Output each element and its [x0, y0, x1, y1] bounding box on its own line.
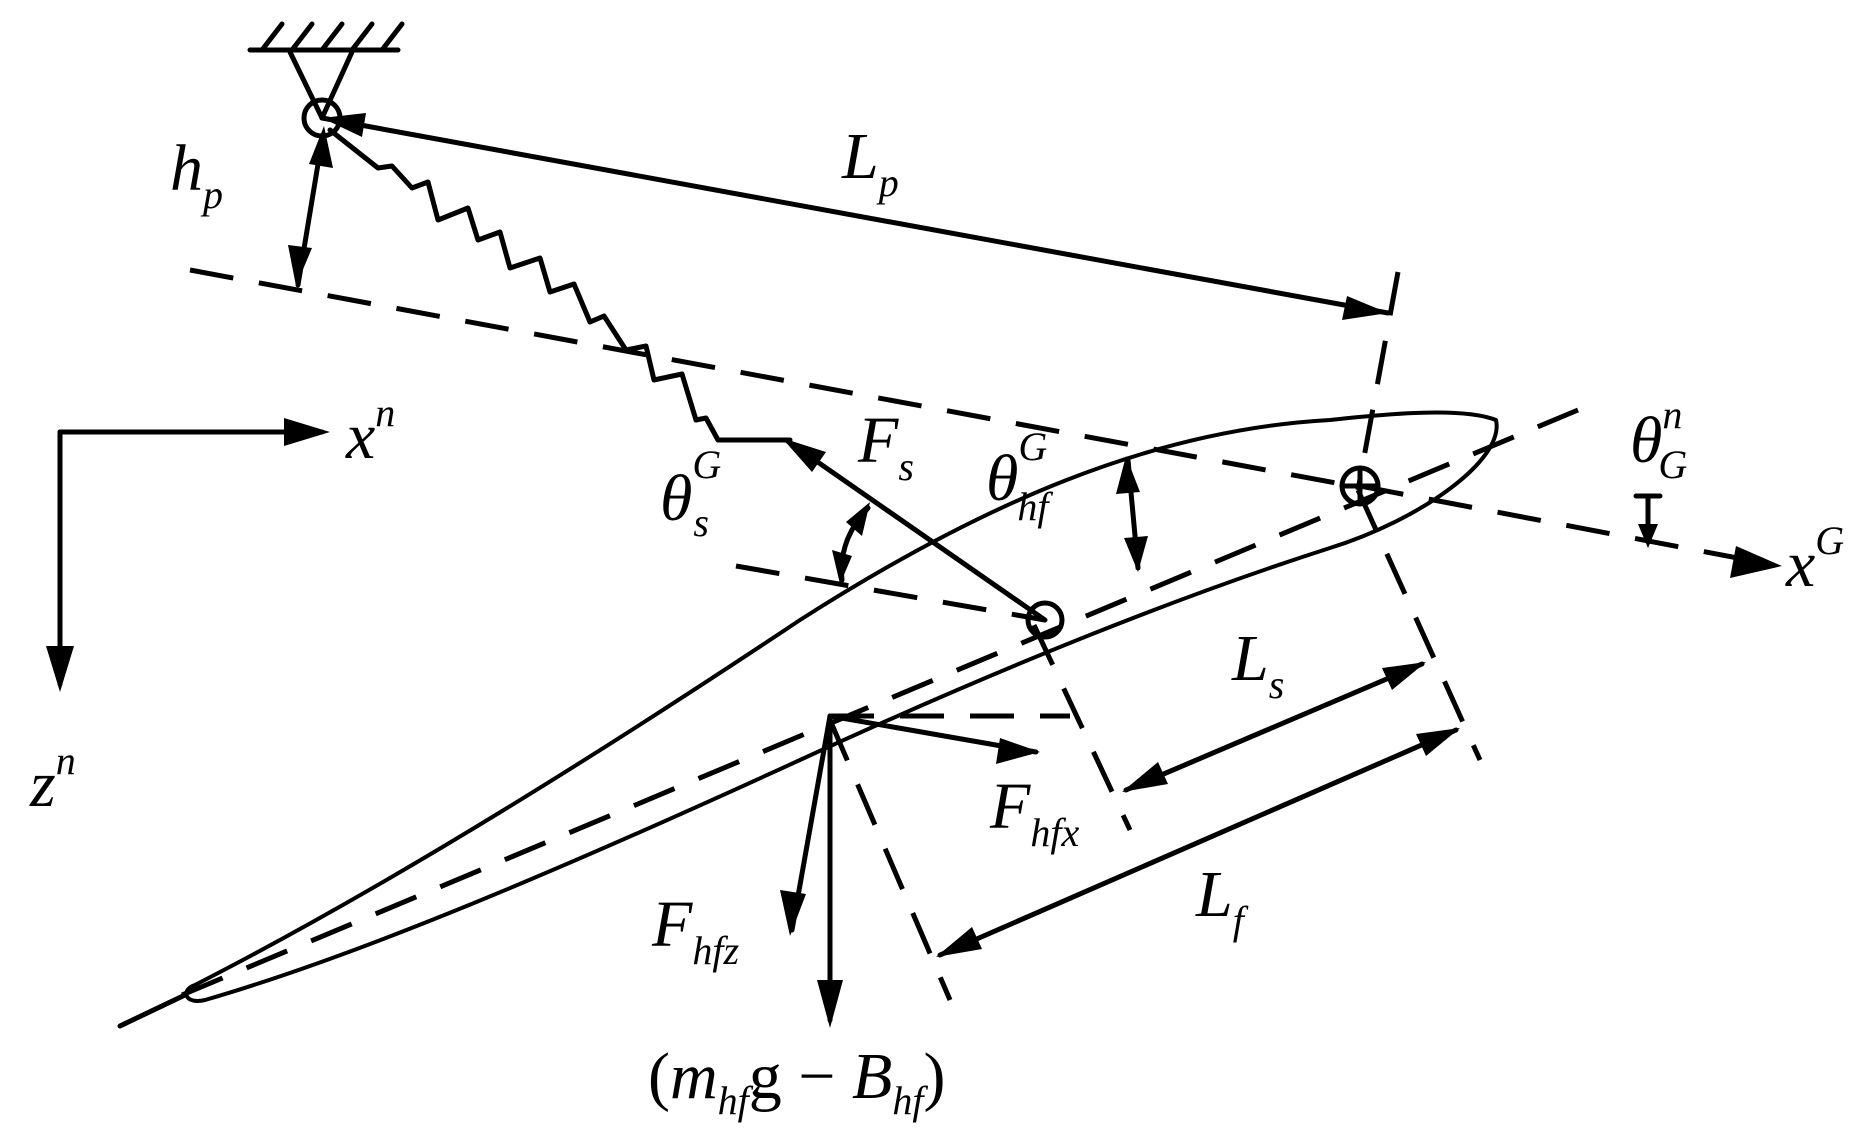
label-Fs: Fs	[857, 404, 914, 489]
xG-axis	[1359, 483, 1749, 563]
zn-arrowhead	[46, 646, 74, 692]
dimension-arrow-Ls	[1122, 661, 1426, 793]
label-xG: xG	[1785, 518, 1844, 601]
perpendicular-line-3	[1031, 623, 1133, 832]
force-arrow-Fhfz	[780, 713, 833, 936]
perpendicular-line-2	[1355, 488, 1483, 762]
hydrofoil-body	[184, 410, 1499, 1003]
hydrofoil-tail	[117, 992, 188, 1029]
inertial-axes	[46, 418, 330, 692]
label-Fhfz: Fhfz	[651, 888, 739, 973]
label-hp: hp	[170, 132, 223, 217]
label-Fhfx: Fhfx	[989, 770, 1079, 855]
label-Lp: Lp	[841, 120, 899, 205]
height-arrow-hp	[288, 126, 333, 288]
xG-arrowhead	[1730, 546, 1782, 578]
angle-arrow-theta-G	[1633, 493, 1663, 548]
force-arrow-Fhfx	[827, 713, 1040, 764]
angle-arrow-theta-hf	[1116, 456, 1148, 572]
label-Lf: Lf	[1195, 858, 1249, 943]
label-xn: xn	[345, 390, 395, 473]
label-weight-buoyancy: (mhfg − Bhf)	[648, 1040, 945, 1123]
spring	[327, 127, 793, 443]
spring-angle-line	[735, 563, 1046, 623]
spring-attach-point	[1025, 600, 1065, 640]
perpendicular-line-1	[1355, 271, 1401, 491]
label-zn: zn	[29, 738, 76, 821]
dimension-arrow-Lf	[936, 727, 1460, 958]
lever-arm-Lp	[319, 113, 1391, 320]
xn-arrowhead	[284, 418, 330, 446]
angle-arc-theta-s	[832, 502, 871, 584]
force-arrow-Fs	[782, 437, 1048, 623]
chord-line	[181, 407, 1579, 998]
force-arrow-weight	[817, 713, 843, 1028]
label-Ls: Ls	[1231, 622, 1284, 707]
perpendicular-line-4	[827, 719, 953, 1001]
